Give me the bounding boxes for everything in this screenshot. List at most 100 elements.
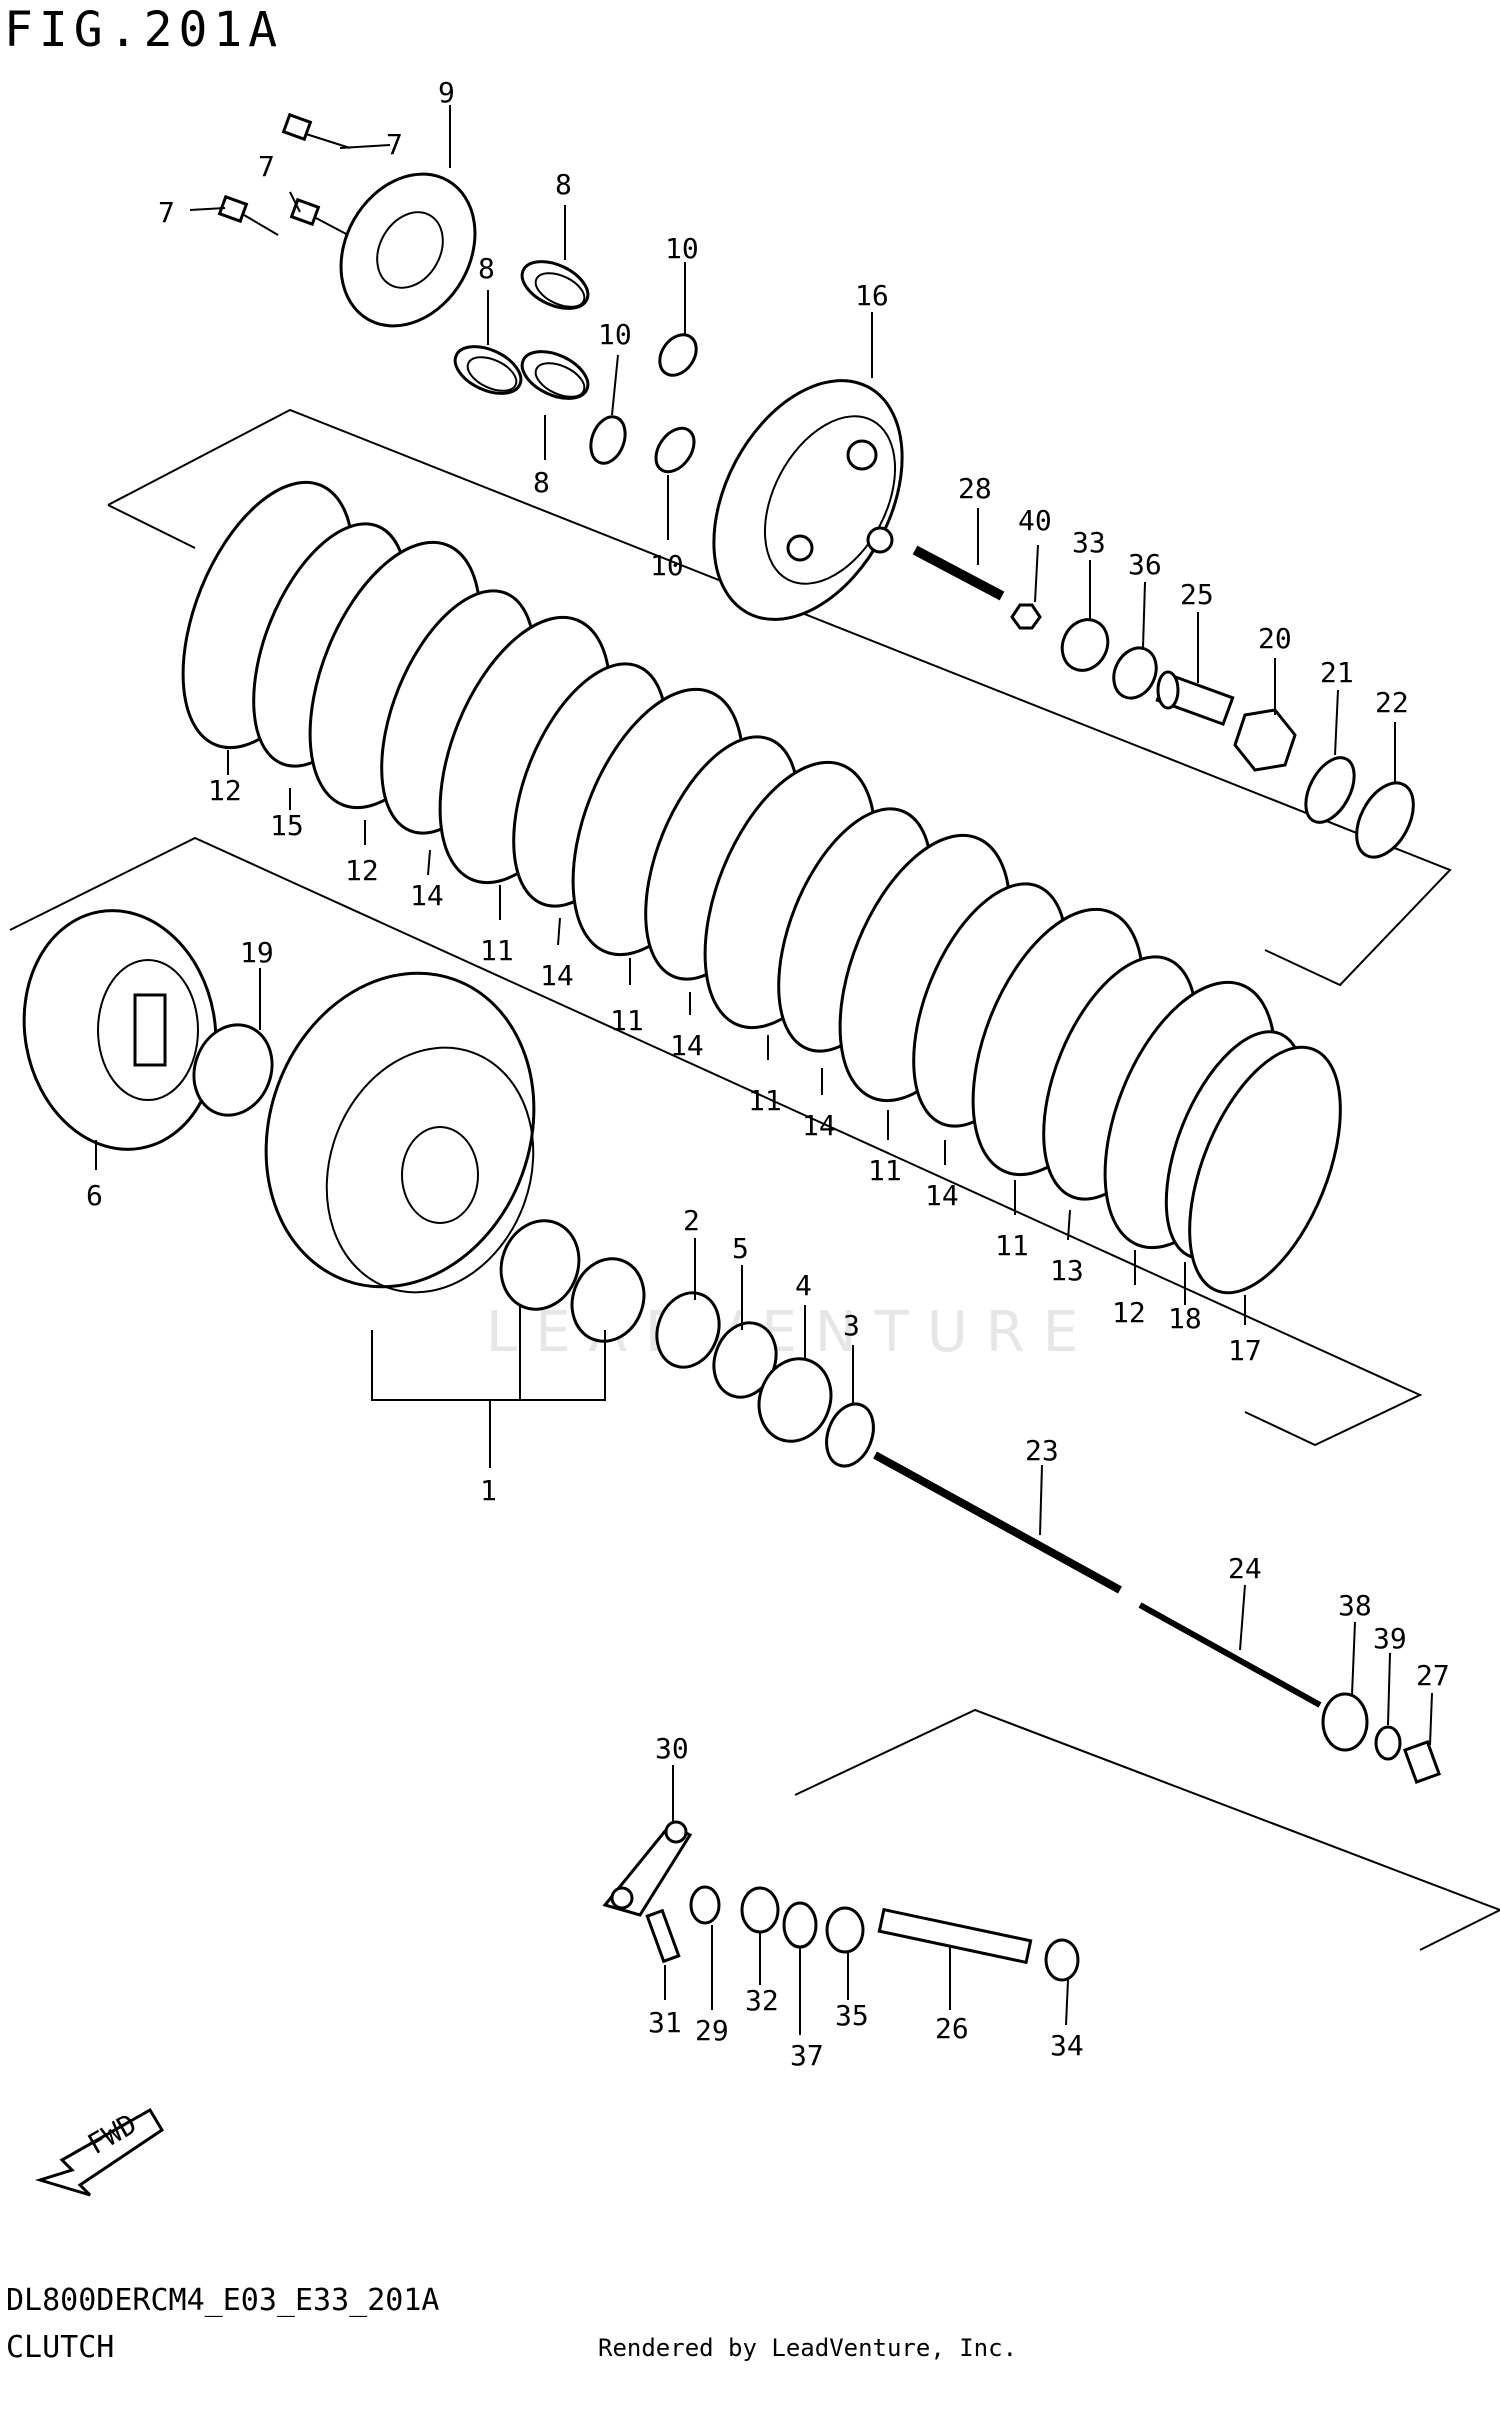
washer-10-top (658, 333, 698, 377)
push-piece-28 (912, 545, 1005, 601)
callout-19: 19 (240, 936, 274, 969)
callout-21: 21 (1320, 656, 1354, 689)
spring-8-left (453, 345, 523, 395)
callout-10: 10 (598, 318, 632, 351)
hub-group-outline (9, 836, 1423, 1447)
plate-stack (181, 480, 1342, 1295)
washer-32 (740, 1886, 780, 1934)
clutch-housing-1 (264, 971, 536, 1294)
callout-11: 11 (610, 1004, 644, 1037)
callout-15: 15 (270, 809, 304, 842)
callout-30: 30 (655, 1732, 689, 1765)
callout-11: 11 (480, 934, 514, 967)
locknut-20 (1233, 708, 1297, 772)
washer-4 (757, 1357, 833, 1443)
callout-20: 20 (1258, 622, 1292, 655)
callout-26: 26 (935, 2012, 969, 2045)
callout-36: 36 (1128, 548, 1162, 581)
callout-7: 7 (258, 150, 275, 183)
callout-8: 8 (555, 168, 572, 201)
callout-12: 12 (345, 854, 379, 887)
callout-1: 1 (480, 1474, 497, 1507)
callout-10: 10 (665, 232, 699, 265)
seat-17 (1188, 1045, 1342, 1295)
oil-seal-38 (1321, 1692, 1369, 1752)
callout-14: 14 (410, 879, 444, 912)
callout-31: 31 (648, 2006, 682, 2039)
callout-2: 2 (683, 1204, 700, 1237)
callout-24: 24 (1228, 1552, 1262, 1585)
forward-arrow-icon: FWD (34, 2107, 165, 2197)
callout-14: 14 (670, 1029, 704, 1062)
figure-title: FIG.201A (4, 2, 284, 58)
callout-37: 37 (790, 2039, 824, 2072)
release-shaft-26 (877, 1907, 1033, 1965)
bolt-7-top (281, 112, 351, 149)
callout-12: 12 (1112, 1296, 1146, 1329)
push-rod-23 (873, 1451, 1122, 1594)
washer-22 (1355, 781, 1415, 859)
lifter-plate-9 (339, 172, 477, 328)
callout-29: 29 (695, 2014, 729, 2047)
plate-group-outline-left (107, 504, 196, 549)
washer-33 (1060, 618, 1110, 672)
oil-seal-35 (825, 1906, 865, 1954)
callout-16: 16 (855, 279, 889, 312)
bolt-31 (645, 1908, 681, 1964)
render-credit: Rendered by LeadVenture, Inc. (598, 2334, 1018, 2362)
push-piece-25 (1155, 670, 1235, 727)
callout-6: 6 (86, 1179, 103, 1212)
model-code: DL800DERCM4_E03_E33_201A (6, 2283, 440, 2318)
leader-lines (95, 105, 1433, 2035)
callout-8: 8 (533, 466, 550, 499)
plate-group-outline (107, 408, 1452, 987)
callout-11: 11 (995, 1229, 1029, 1262)
spacer-2 (655, 1291, 721, 1369)
callout-34: 34 (1050, 2029, 1084, 2062)
callout-9: 9 (438, 76, 455, 109)
pin-27 (1402, 1739, 1442, 1785)
washer-10-left (589, 415, 627, 465)
callout-22: 22 (1375, 686, 1409, 719)
callout-39: 39 (1373, 1622, 1407, 1655)
push-rod-24 (1138, 1602, 1322, 1708)
callout-27: 27 (1416, 1659, 1450, 1692)
bearing-36 (1112, 646, 1158, 700)
callout-11: 11 (868, 1154, 902, 1187)
callout-7: 7 (158, 196, 175, 229)
callout-17: 17 (1228, 1334, 1262, 1367)
primary-driven-gear-6 (22, 909, 218, 1151)
callout-7: 7 (386, 128, 403, 161)
callout-40: 40 (1018, 504, 1052, 537)
spring-8-bottom (520, 350, 590, 400)
callout-23: 23 (1025, 1434, 1059, 1467)
callout-25: 25 (1180, 578, 1214, 611)
bushing-1 (499, 1219, 581, 1311)
callout-11: 11 (748, 1084, 782, 1117)
pressure-plate-16 (712, 379, 904, 621)
callout-28: 28 (958, 472, 992, 505)
callout-13: 13 (1050, 1254, 1084, 1287)
oring-39 (1374, 1725, 1402, 1761)
needle-bearing-1 (570, 1257, 646, 1343)
bearing-37 (782, 1901, 818, 1949)
callout-18: 18 (1168, 1302, 1202, 1335)
callout-4: 4 (795, 1269, 812, 1302)
spring-8-top (520, 260, 590, 310)
callout-14: 14 (802, 1109, 836, 1142)
bolt-7-left (217, 194, 279, 236)
washer-10-right (654, 426, 696, 474)
release-group-outline (794, 1708, 1500, 1951)
callout-5: 5 (732, 1232, 749, 1265)
callout-labels: 9 7 7 7 8 8 8 10 10 10 16 28 40 33 36 25… (86, 76, 1450, 2072)
spring-29 (689, 1885, 721, 1925)
callout-3: 3 (843, 1309, 860, 1342)
bolt-7-middle (289, 197, 351, 237)
washer-21 (1304, 756, 1356, 824)
callout-8: 8 (478, 252, 495, 285)
callout-14: 14 (540, 959, 574, 992)
bearing-34 (1044, 1938, 1080, 1982)
release-arm-30 (602, 1820, 693, 1917)
callout-38: 38 (1338, 1589, 1372, 1622)
